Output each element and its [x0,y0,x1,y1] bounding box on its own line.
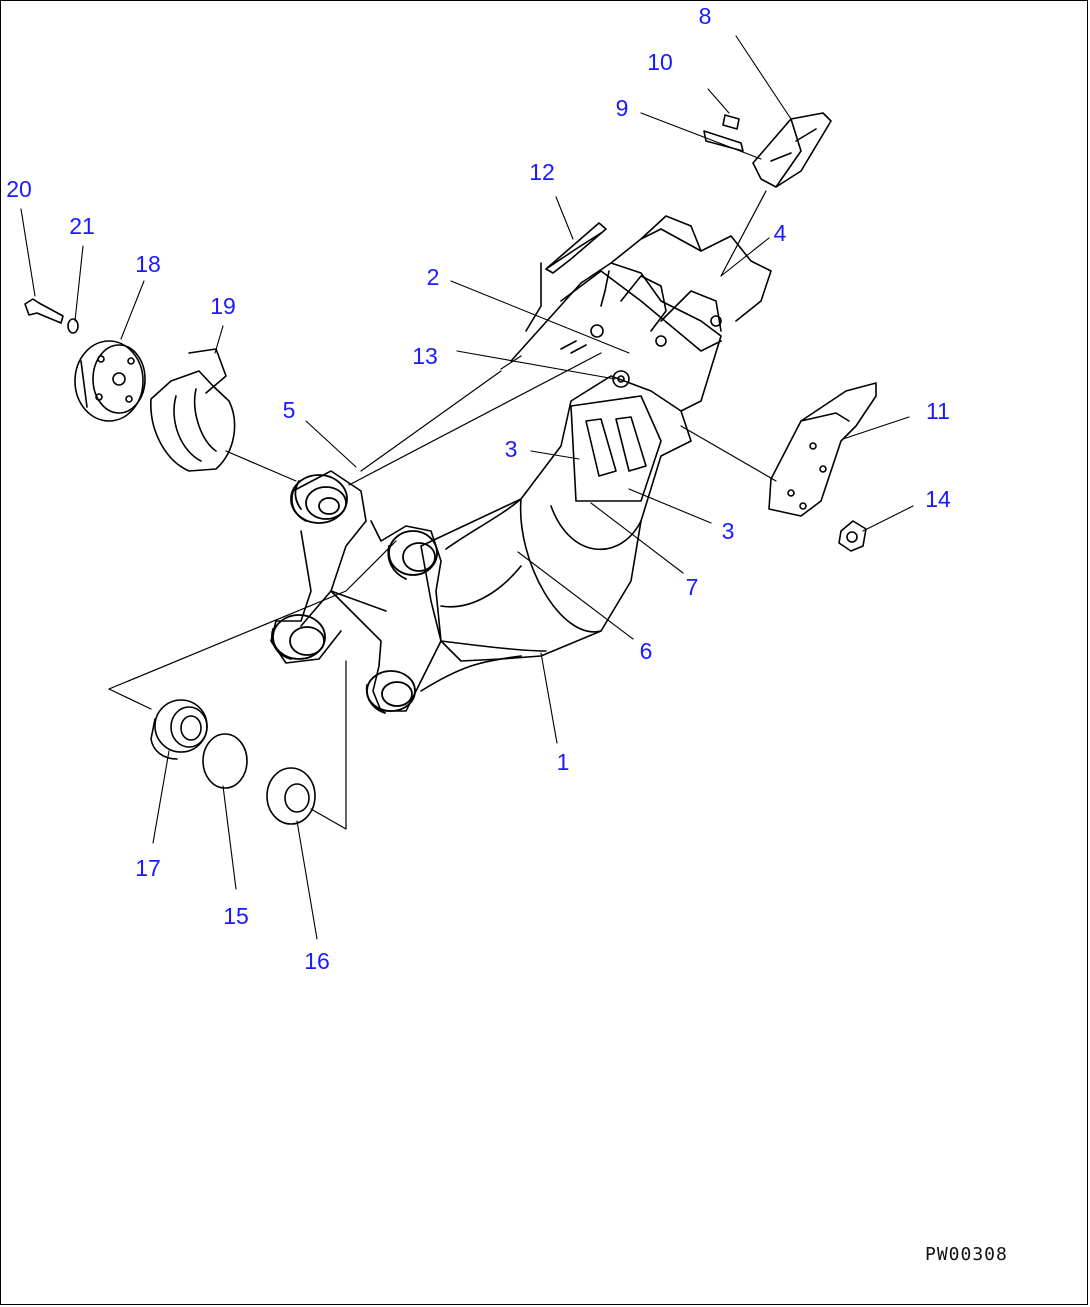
leader-16 [296,820,318,940]
callout-21: 21 [69,213,95,239]
callout-6: 6 [639,638,653,664]
leader-18 [120,280,145,340]
callout-9: 9 [615,95,629,121]
part-14-nut [838,520,867,552]
leader-5 [305,420,357,468]
part-19-collar [150,348,236,472]
part-20-bolt [24,298,64,324]
leader-6 [517,551,634,640]
leader-13 [456,350,616,380]
boss-right [387,530,438,580]
callout-7: 7 [685,574,699,600]
callout-17: 17 [135,855,161,881]
callout-18: 18 [135,251,161,277]
bucket-body [420,375,692,692]
leader-20 [20,208,36,297]
leader-17 [152,750,170,844]
leader-15 [222,785,237,890]
leader-11 [842,416,910,440]
leader-21 [74,245,84,322]
callout-8: 8 [698,3,712,29]
leader-10 [707,88,730,114]
callout-3-right: 3 [721,518,735,544]
callout-20: 20 [6,176,32,202]
boss-upper [290,474,348,524]
boss-lower-left [271,614,326,660]
leader-9 [640,112,762,160]
part-12-plate [545,222,607,274]
callout-5: 5 [282,397,296,423]
part-8-tooth [752,112,832,188]
part-18-disc [74,340,146,422]
callout-10: 10 [647,49,673,75]
assembly-lines [108,352,777,830]
callout-3-left: 3 [504,436,518,462]
leader-2 [450,280,630,354]
callout-12: 12 [529,159,555,185]
leader-1 [540,652,558,744]
part-9-pin [703,130,744,152]
figure-code: PW00308 [925,1244,1008,1265]
part-16-shim [266,767,316,825]
callout-4: 4 [773,220,787,246]
bucket-lip [510,215,772,412]
callout-2: 2 [426,264,440,290]
part-10-lock [722,114,740,130]
leader-7 [590,502,684,574]
callout-11: 11 [926,398,950,424]
leader-lines [20,35,914,940]
leader-4 [720,237,770,277]
callout-15: 15 [223,903,249,929]
leader-12 [555,196,574,240]
part-15-o-ring [202,733,248,789]
part-21-washer [67,318,79,334]
callout-14: 14 [925,486,951,512]
part-17-bushing [150,699,208,760]
boss-lower-right [365,670,416,714]
link-bracket [270,470,442,712]
part-11-side-cutter [768,382,877,517]
leader-14 [862,505,914,532]
callout-1: 1 [556,749,570,775]
callout-13: 13 [412,343,438,369]
callout-16: 16 [304,948,330,974]
leader-8 [735,35,792,120]
callout-19: 19 [210,293,236,319]
